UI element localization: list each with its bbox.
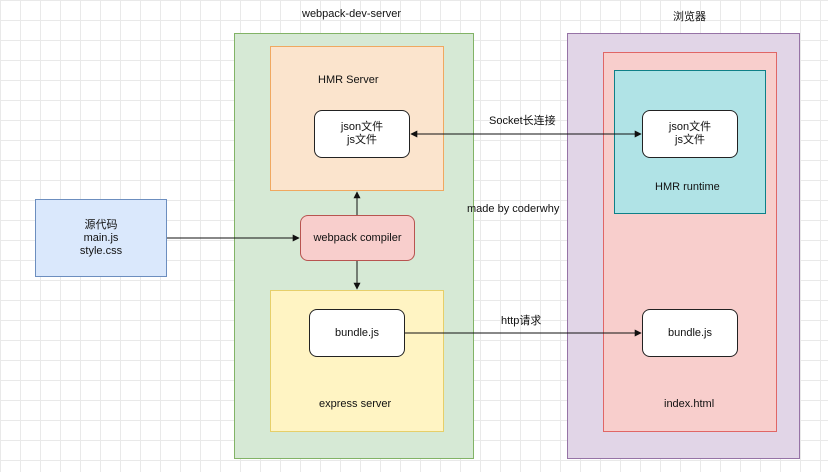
credit-label: made by coderwhy: [467, 203, 560, 215]
dev-server-title: webpack-dev-server: [302, 8, 402, 20]
browser-bundle-file: bundle.js: [642, 309, 738, 357]
index-html-label: index.html: [664, 398, 715, 410]
hmr-runtime-files: json文件 js文件: [642, 110, 738, 158]
hmr-runtime-title: HMR runtime: [655, 181, 720, 193]
browser-title: 浏览器: [673, 11, 706, 23]
socket-connection-label: Socket长连接: [489, 115, 556, 127]
express-server-title: express server: [319, 398, 392, 410]
hmr-server-title: HMR Server: [318, 74, 379, 86]
hmr-server-files: json文件 js文件: [314, 110, 410, 158]
source-code-box: 源代码 main.js style.css: [35, 199, 167, 277]
http-request-label: http请求: [501, 315, 542, 327]
express-bundle-file: bundle.js: [309, 309, 405, 357]
webpack-compiler: webpack compiler: [300, 215, 415, 261]
